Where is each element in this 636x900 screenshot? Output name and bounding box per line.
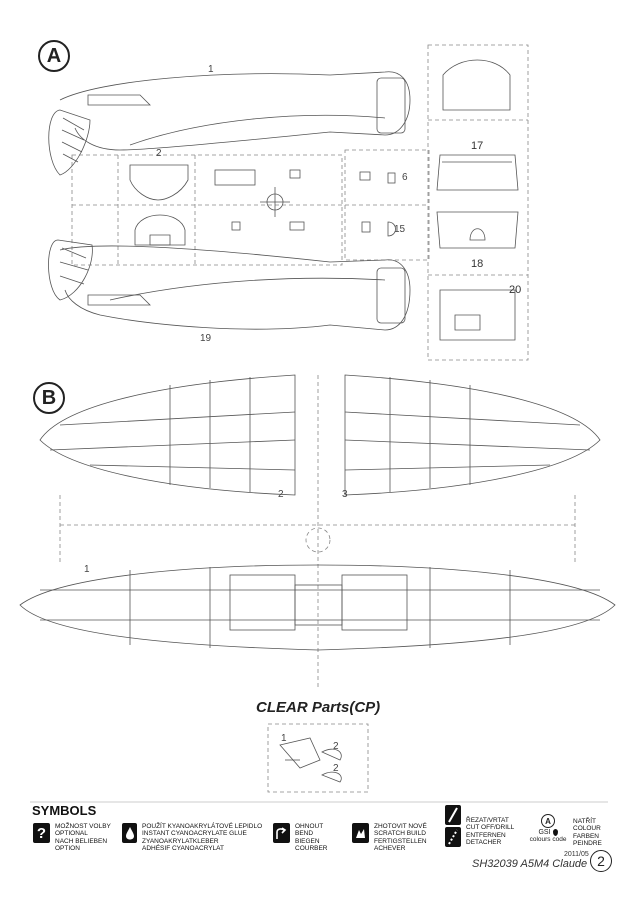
symbols-title: SYMBOLS: [32, 803, 97, 818]
scratch-build-icon: [352, 823, 369, 843]
symbol-cut: ŘEZAT/VRTAT CUT OFF/DRILL ENTFERNEN DETA…: [445, 805, 514, 847]
colours-code-label: colours code: [529, 836, 567, 843]
print-date: 2011/05: [564, 851, 589, 858]
clear-parts-title: CLEAR Parts(CP): [256, 699, 381, 716]
section-b-badge: B: [33, 382, 65, 414]
gsi-colour-code: A GSI colours code: [530, 814, 566, 843]
part-number: 2: [156, 148, 162, 159]
bend-icon: [273, 823, 290, 843]
part-number: 18: [471, 258, 484, 270]
symbol-glue: POUŽÍT KYANOAKRYLÁTOVÉ LEPIDLO INSTANT C…: [122, 823, 262, 853]
kit-code: SH32039 A5M4 Claude: [472, 858, 588, 870]
symbol-optional: ? MOŽNOST VOLBY OPTIONAL NACH BELIEBEN O…: [33, 823, 111, 853]
part-number: 2: [278, 489, 284, 500]
part-number: 6: [402, 172, 408, 183]
part-number: 19: [200, 333, 212, 344]
symbol-paint-text: NATŘÍT COLOUR FARBEN PEINDRE: [573, 818, 602, 848]
cut-off-icon: [445, 805, 461, 847]
glue-drop-icon: [122, 823, 137, 843]
clear-part-number: 2: [333, 741, 339, 752]
clear-part-number: 2: [333, 763, 339, 774]
clear-part-number: 1: [281, 733, 287, 744]
part-number: 3: [342, 489, 348, 500]
page-number: 2: [590, 850, 612, 872]
symbol-bend: OHNOUT BEND BIEGEN COURBER: [273, 823, 328, 853]
part-number: 1: [208, 64, 214, 75]
section-a-badge: A: [38, 40, 70, 72]
paint-icon: [552, 829, 558, 836]
gsi-badge: A: [541, 814, 555, 828]
symbol-scratch: ZHOTOVIT NOVÉ SCRATCH BUILD FERTIGSTELLE…: [352, 823, 427, 853]
part-number: 20: [509, 284, 522, 296]
part-number: 1: [84, 564, 90, 575]
question-icon: ?: [33, 823, 50, 843]
part-number: 17: [471, 140, 484, 152]
gsi-label: GSI: [538, 829, 551, 836]
part-number: 15: [394, 224, 406, 235]
